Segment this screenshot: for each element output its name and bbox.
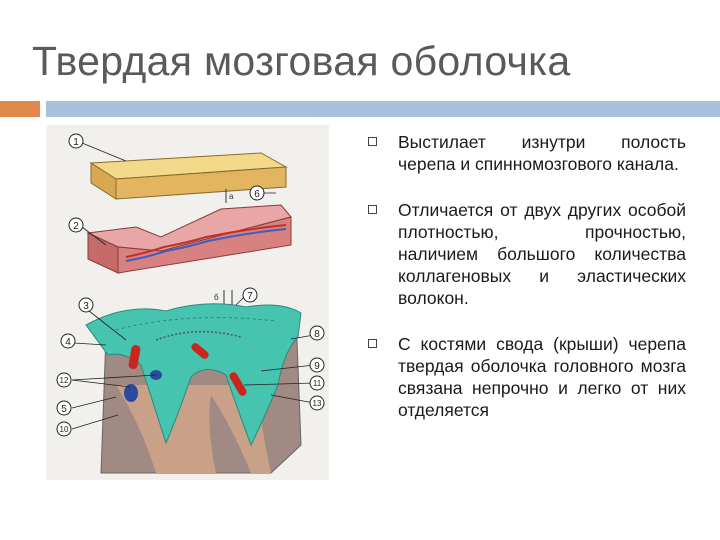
label-4: 4 (65, 337, 71, 348)
svg-text:· · · · · · · · · · ·: · · · · · · · · · · · (201, 171, 240, 177)
arrow-label-a: а (229, 192, 234, 201)
bullet-item: Выстилает изнутри полость черепа и спинн… (368, 131, 686, 175)
label-6: 6 (254, 189, 260, 200)
square-bullet-icon (368, 339, 377, 348)
label-12: 12 (60, 376, 69, 385)
bullet-list: Выстилает изнутри полость черепа и спинн… (368, 131, 686, 445)
label-11: 11 (313, 379, 322, 388)
bullet-text: Выстилает изнутри полость черепа и спинн… (398, 132, 686, 174)
label-13: 13 (313, 399, 322, 408)
bullet-item: Отличается от двух других особой плотнос… (368, 199, 686, 309)
accent-bar (0, 101, 40, 117)
square-bullet-icon (368, 137, 377, 146)
label-2: 2 (73, 221, 79, 232)
label-7: 7 (247, 291, 253, 302)
label-5: 5 (61, 404, 67, 415)
label-10: 10 (60, 425, 69, 434)
bullet-text: С костями свода (крыши) черепа твердая о… (398, 334, 686, 420)
title-rule (46, 101, 720, 117)
bullet-item: С костями свода (крыши) черепа твердая о… (368, 333, 686, 421)
slide-title: Твердая мозговая оболочка (32, 38, 571, 84)
label-1: 1 (73, 137, 79, 148)
label-9: 9 (314, 361, 320, 372)
label-3: 3 (83, 301, 89, 312)
square-bullet-icon (368, 205, 377, 214)
slab-1-side (115, 166, 287, 200)
label-1-circle (68, 133, 84, 149)
bullet-text: Отличается от двух других особой плотнос… (398, 200, 686, 308)
meninges-diagram: · · · · · · · · · · · а б (56, 133, 325, 474)
meninges-illustration: · · · · · · · · · · · а б (46, 125, 329, 480)
arrow-label-b: б (214, 293, 219, 302)
label-8: 8 (314, 329, 320, 340)
teal-dura-layer (85, 303, 302, 447)
